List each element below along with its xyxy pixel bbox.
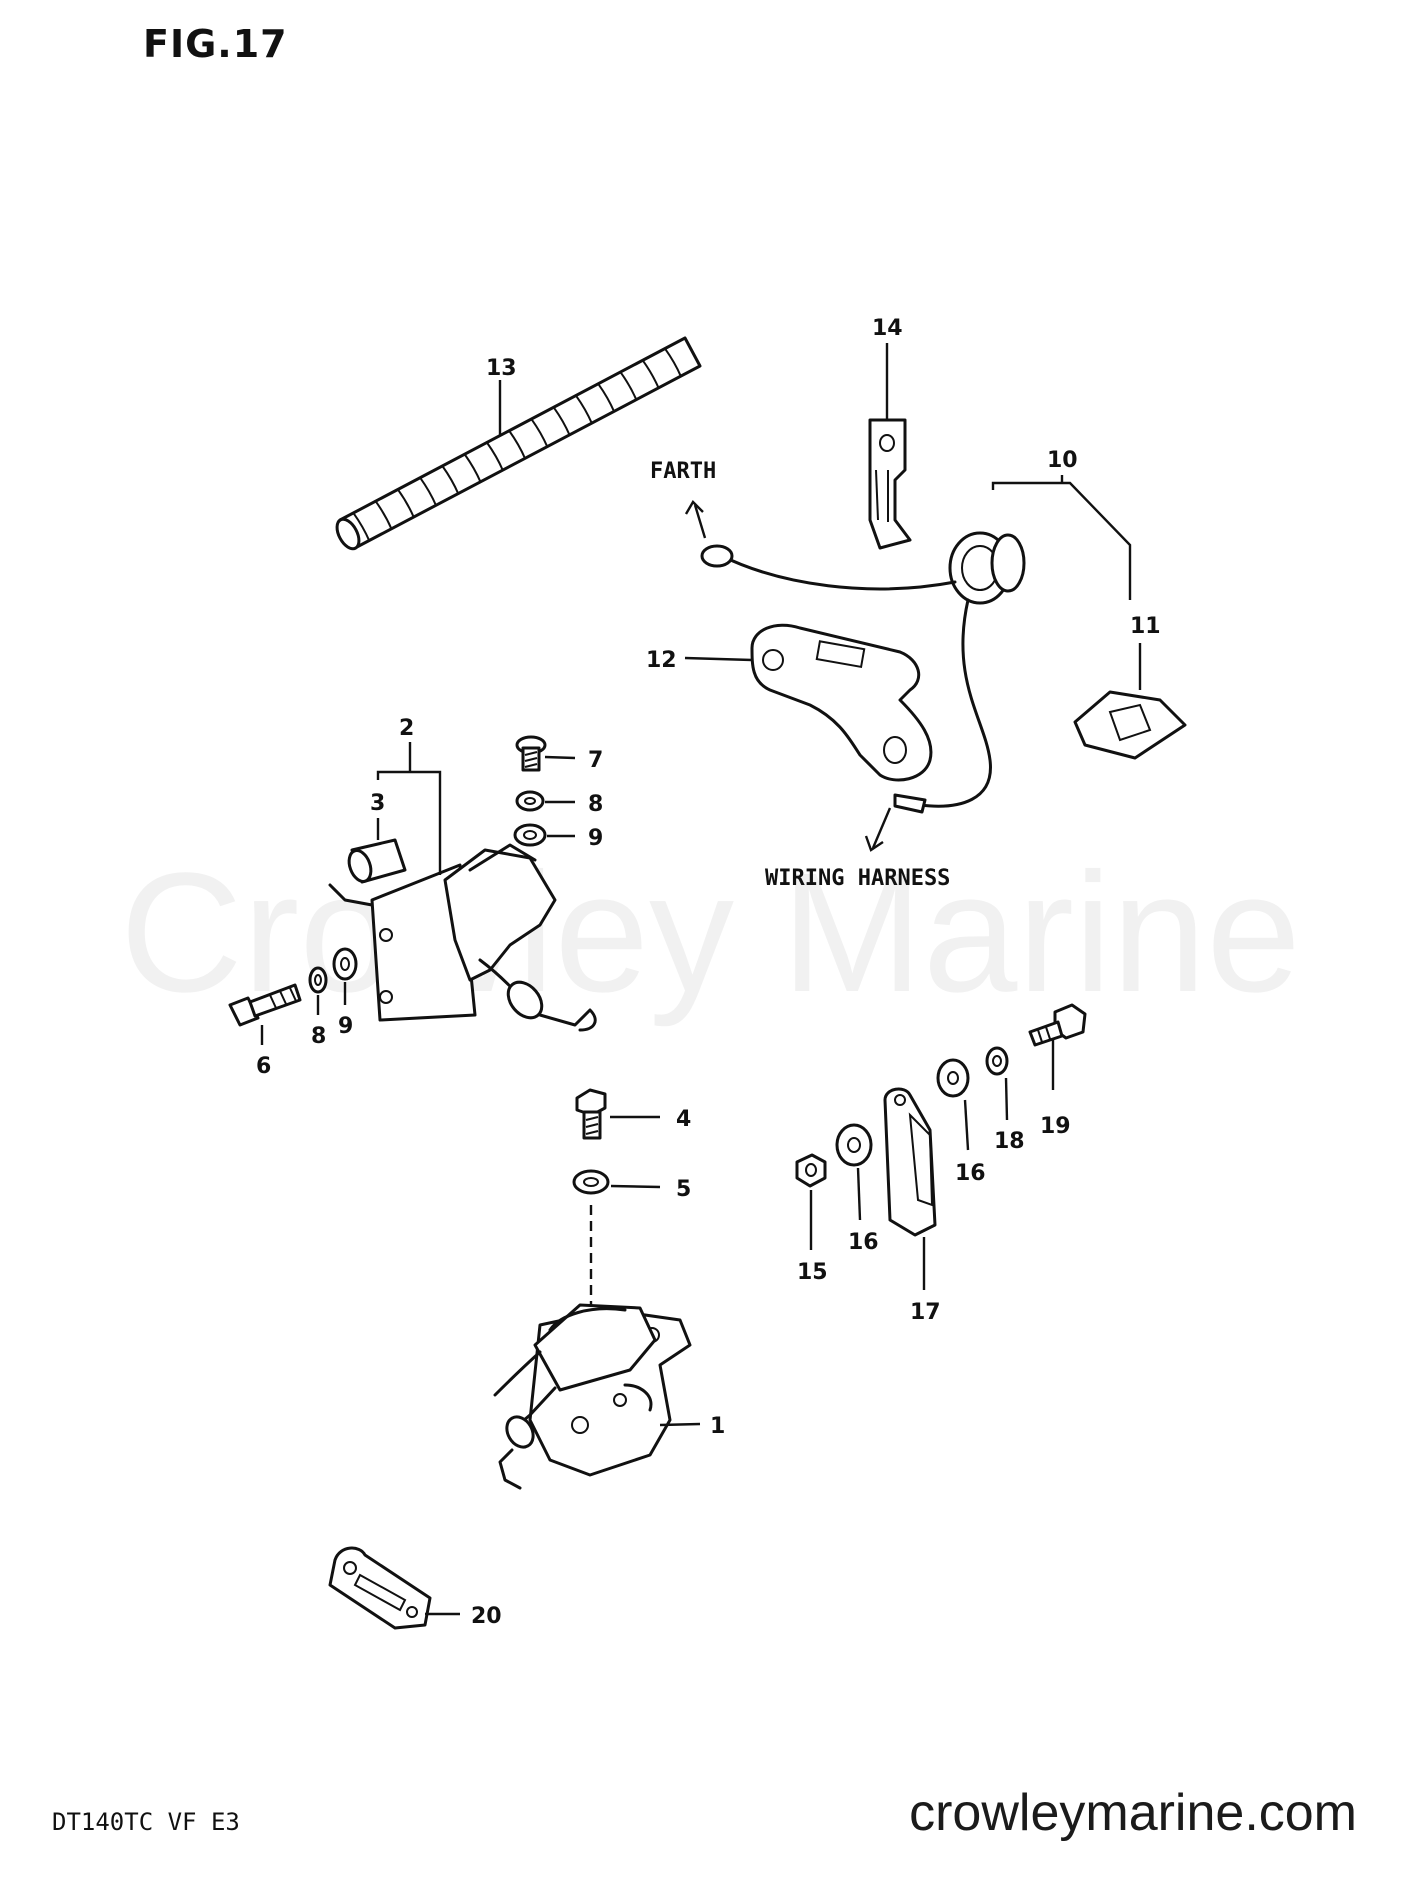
- callout-12: 12: [646, 648, 677, 673]
- spiral-band: [352, 512, 371, 542]
- part-18-lock-washer[interactable]: [985, 1046, 1009, 1076]
- spiral-band: [619, 371, 638, 401]
- part-11-cap[interactable]: [1073, 690, 1187, 760]
- part-1-solenoid-plate[interactable]: [493, 1303, 692, 1490]
- callout-18: 18: [994, 1129, 1025, 1154]
- callout-13: 13: [486, 356, 517, 381]
- part-8-lock-washer-lower[interactable]: [308, 966, 328, 994]
- callout-16-right: 16: [955, 1161, 986, 1186]
- part-4-bolt[interactable]: [575, 1088, 607, 1140]
- callout-9-lower: 9: [338, 1014, 353, 1039]
- part-20-plate[interactable]: [328, 1546, 432, 1630]
- callout-9-upper: 9: [588, 826, 603, 851]
- spiral-band: [597, 383, 616, 413]
- part-9-washer-lower[interactable]: [332, 947, 358, 981]
- spiral-band: [419, 477, 438, 507]
- callout-16-left: 16: [848, 1230, 879, 1255]
- callout-8-upper: 8: [588, 792, 603, 817]
- spiral-band: [463, 453, 482, 483]
- spiral-band: [486, 441, 504, 471]
- callout-1: 1: [710, 1414, 725, 1439]
- callout-19: 19: [1040, 1114, 1071, 1139]
- part-8-lock-washer-upper[interactable]: [515, 790, 545, 812]
- callout-7: 7: [588, 748, 603, 773]
- callout-17: 17: [910, 1300, 941, 1325]
- spiral-band: [397, 488, 415, 518]
- part-3-collar[interactable]: [345, 838, 407, 884]
- part-14-clamp[interactable]: [868, 418, 912, 550]
- spiral-band: [664, 347, 682, 377]
- part-6-bolt[interactable]: [228, 983, 302, 1027]
- part-16-washer-right[interactable]: [936, 1058, 970, 1098]
- model-code: DT140TC VF E3: [52, 1808, 240, 1836]
- callout-8-lower: 8: [311, 1024, 326, 1049]
- part-17-bracket[interactable]: [883, 1087, 937, 1237]
- part-12-bracket[interactable]: [750, 623, 933, 782]
- annotation-earth: FARTH: [650, 459, 716, 484]
- spiral-band: [374, 500, 393, 530]
- callout-5: 5: [676, 1177, 691, 1202]
- part-5-washer[interactable]: [572, 1169, 610, 1195]
- callout-3: 3: [370, 791, 385, 816]
- figure-label: FIG.17: [143, 22, 288, 66]
- part-19-bolt[interactable]: [1028, 1003, 1087, 1047]
- part-16-washer-left[interactable]: [835, 1123, 873, 1167]
- part-9-washer-upper[interactable]: [513, 823, 547, 847]
- part-13-spiral-protector[interactable]: [333, 336, 702, 552]
- spiral-band: [508, 430, 527, 460]
- callout-15: 15: [797, 1260, 828, 1285]
- spiral-band: [575, 394, 593, 424]
- spiral-band: [441, 465, 460, 495]
- part-10-grommet-harness[interactable]: [700, 531, 1026, 814]
- callout-4: 4: [676, 1107, 691, 1132]
- part-15-nut[interactable]: [795, 1153, 827, 1188]
- spiral-band: [641, 359, 660, 389]
- spiral-band: [552, 406, 571, 436]
- callout-2: 2: [399, 716, 414, 741]
- callout-14: 14: [872, 316, 903, 341]
- callout-6: 6: [256, 1054, 271, 1079]
- spiral-band: [530, 418, 549, 448]
- website-url[interactable]: crowleymarine.com: [909, 1784, 1357, 1842]
- annotation-wiring-harness: WIRING HARNESS: [765, 866, 950, 891]
- part-7-screw[interactable]: [515, 735, 547, 772]
- part-2-solenoid-assembly[interactable]: [328, 843, 597, 1032]
- callout-20: 20: [471, 1604, 502, 1629]
- callout-10: 10: [1047, 448, 1078, 473]
- callout-11: 11: [1130, 614, 1161, 639]
